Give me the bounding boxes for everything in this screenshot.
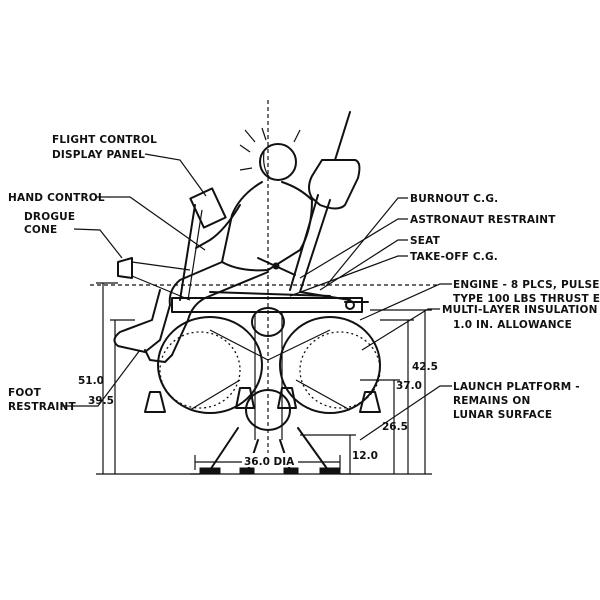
tank-center-bottom [245,389,291,431]
label-restraint: RESTRAINT [8,401,76,413]
label-engine-1: ENGINE - 8 PLCS, PULSE [453,279,600,291]
tank-right-rear [299,331,381,409]
restraint-buckle [272,262,280,270]
antenna [334,111,351,161]
foot-pad-center-left [239,467,255,474]
deck-knob [345,300,355,310]
display-panel [189,187,227,229]
foot-pad-right [319,467,341,474]
label-burnout-cg: BURNOUT C.G. [410,193,498,205]
label-takeoff-cg: TAKE-OFF C.G. [410,251,498,263]
label-display-panel: DISPLAY PANEL [52,149,145,161]
tank-left [157,316,263,414]
label-insulation-2: 1.0 IN. ALLOWANCE [453,319,572,331]
visor [263,151,271,179]
seat-back [289,194,331,293]
drogue-cone [117,257,133,279]
leader-lines [62,153,452,441]
label-astronaut-restraint: ASTRONAUT RESTRAINT [410,214,556,226]
tank-right [279,316,381,414]
platform-deck [171,297,363,313]
helmet [259,143,297,181]
label-insulation-1: MULTI-LAYER INSULATION [442,304,598,316]
label-launch-platform-3: LUNAR SURFACE [453,409,552,421]
engine-center-right [277,387,297,409]
engine-right [359,391,381,413]
engine-left [144,391,166,413]
seat-pan [209,291,331,297]
dim-42-5: 42.5 [412,361,438,373]
foot-pad-left [199,467,221,474]
foot-restraint [144,349,173,363]
label-launch-platform-2: REMAINS ON [453,395,530,407]
dim-26-5: 26.5 [382,421,408,433]
dimension-lines [96,282,432,475]
vehicle-drawing [90,100,440,475]
drogue-strut-1 [131,261,191,271]
astronaut-arm [195,204,241,249]
tank-left-rear [159,331,241,409]
engine-center-left [235,387,255,409]
dim-37: 37.0 [396,380,422,392]
dim-12: 12.0 [352,450,378,462]
astronaut-leg [113,261,223,353]
label-engine-2: TYPE 100 LBS THRUST EA [453,293,600,305]
head-rays [239,127,301,171]
hand-control-column [179,204,196,301]
foot-pad-center-right [283,467,299,474]
dim-39-5: 39.5 [88,395,114,407]
plumbing [189,312,351,440]
drogue-strut-2 [131,275,191,301]
dim-51: 51.0 [78,375,104,387]
astronaut-torso [221,181,313,272]
label-flight-control: FLIGHT CONTROL [52,134,157,146]
tank-center-top [251,307,285,337]
label-cone: CONE [24,224,57,236]
label-drogue: DROGUE [24,211,75,223]
label-foot: FOOT [8,387,42,399]
label-seat: SEAT [410,235,441,247]
hand-control-column-2 [187,209,203,301]
label-hand-control: HAND CONTROL [8,192,105,204]
label-launch-platform-1: LAUNCH PLATFORM - [453,381,580,393]
dim-diameter: 36.0 DIA [244,456,295,468]
backpack [308,159,361,210]
